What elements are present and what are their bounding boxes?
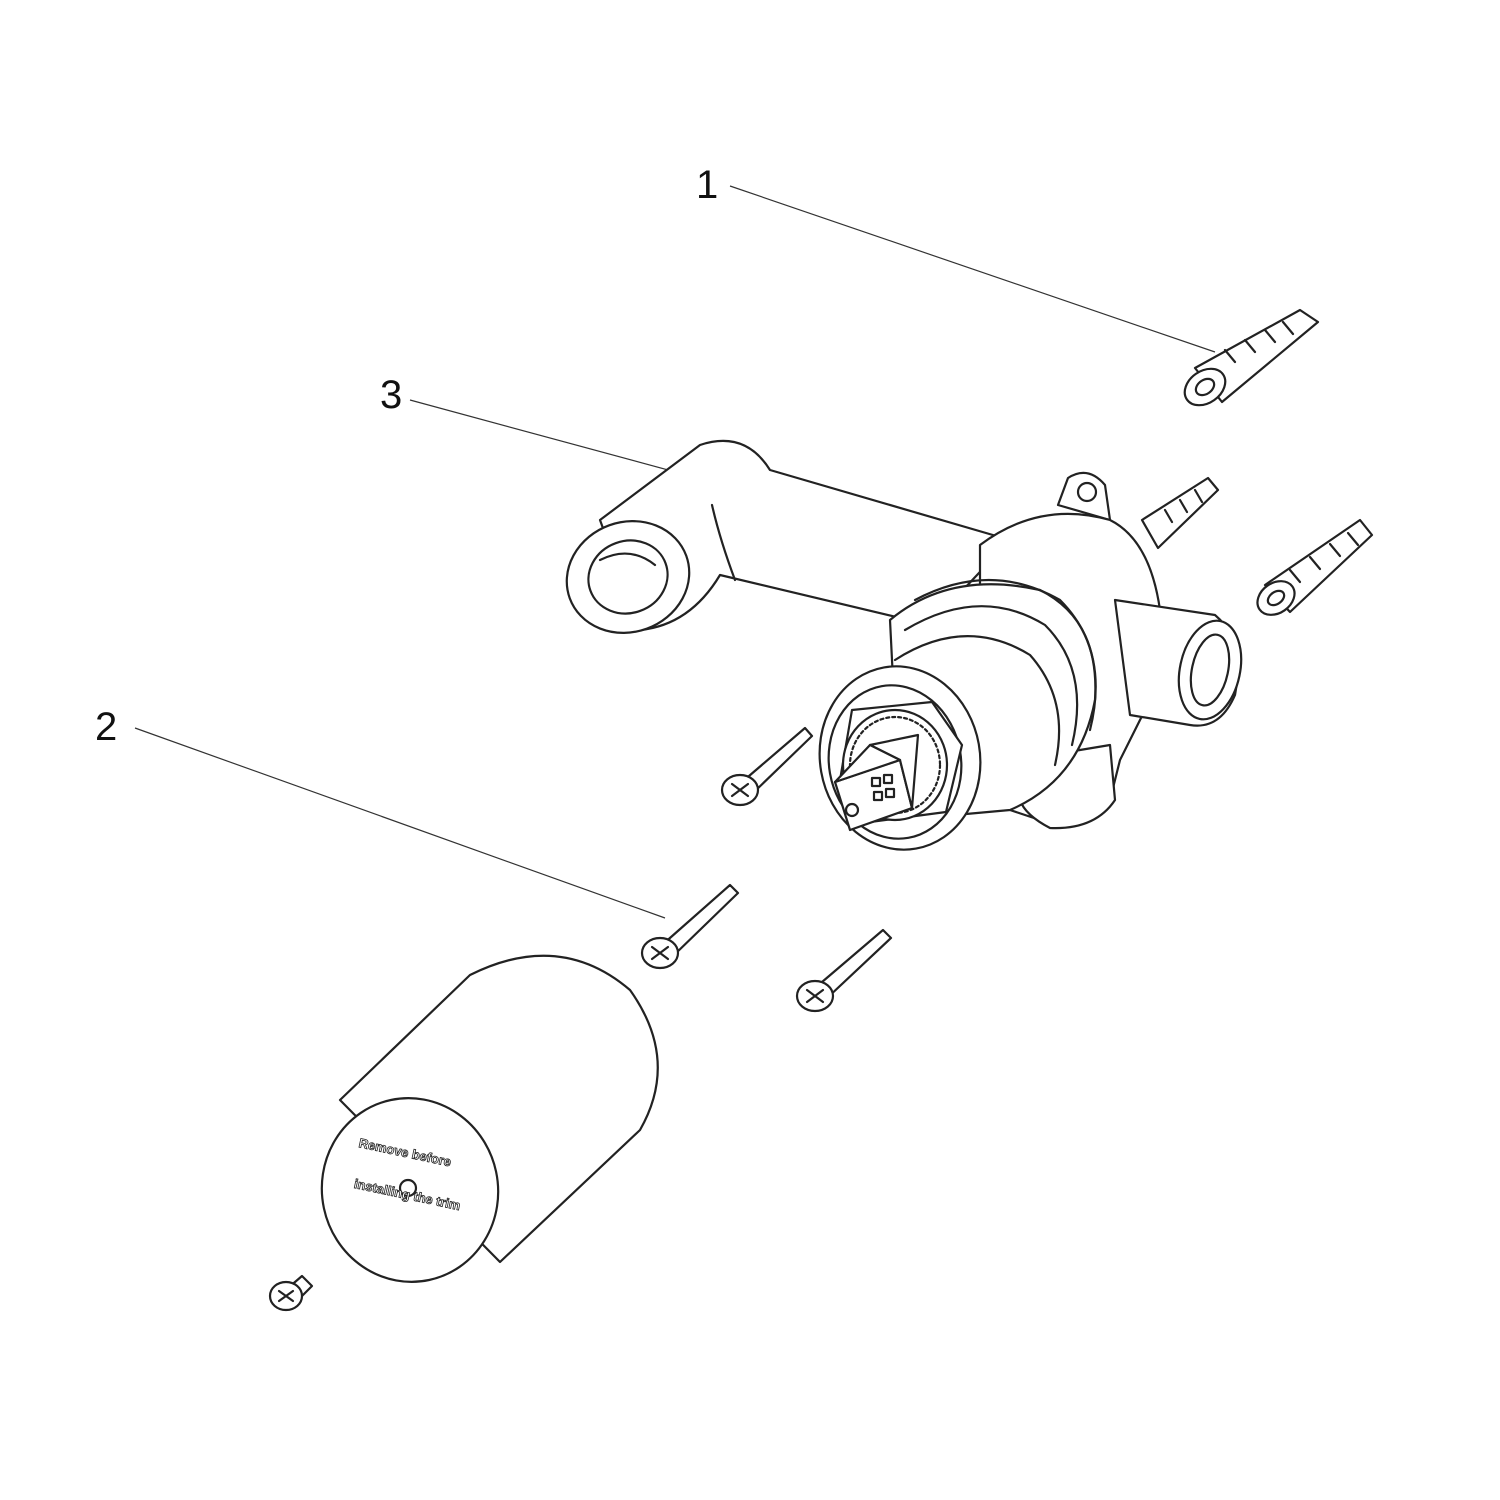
screw-lower — [795, 928, 893, 1013]
leader-line-2 — [134, 727, 666, 919]
wall-plug-1 — [1183, 308, 1320, 407]
protective-cap: Remove before installing the trim — [320, 954, 659, 1283]
screw-middle — [640, 883, 740, 970]
callout-label-3: 3 — [380, 373, 402, 417]
callout-label-1: 1 — [696, 163, 718, 207]
wall-plug-3 — [1256, 518, 1374, 616]
screw-upper — [720, 726, 814, 807]
callout-label-2: 2 — [95, 705, 117, 749]
wall-plug-2 — [1140, 476, 1220, 550]
leader-line-1 — [729, 185, 1216, 353]
valve-body — [565, 439, 1243, 851]
small-screw — [268, 1274, 314, 1312]
